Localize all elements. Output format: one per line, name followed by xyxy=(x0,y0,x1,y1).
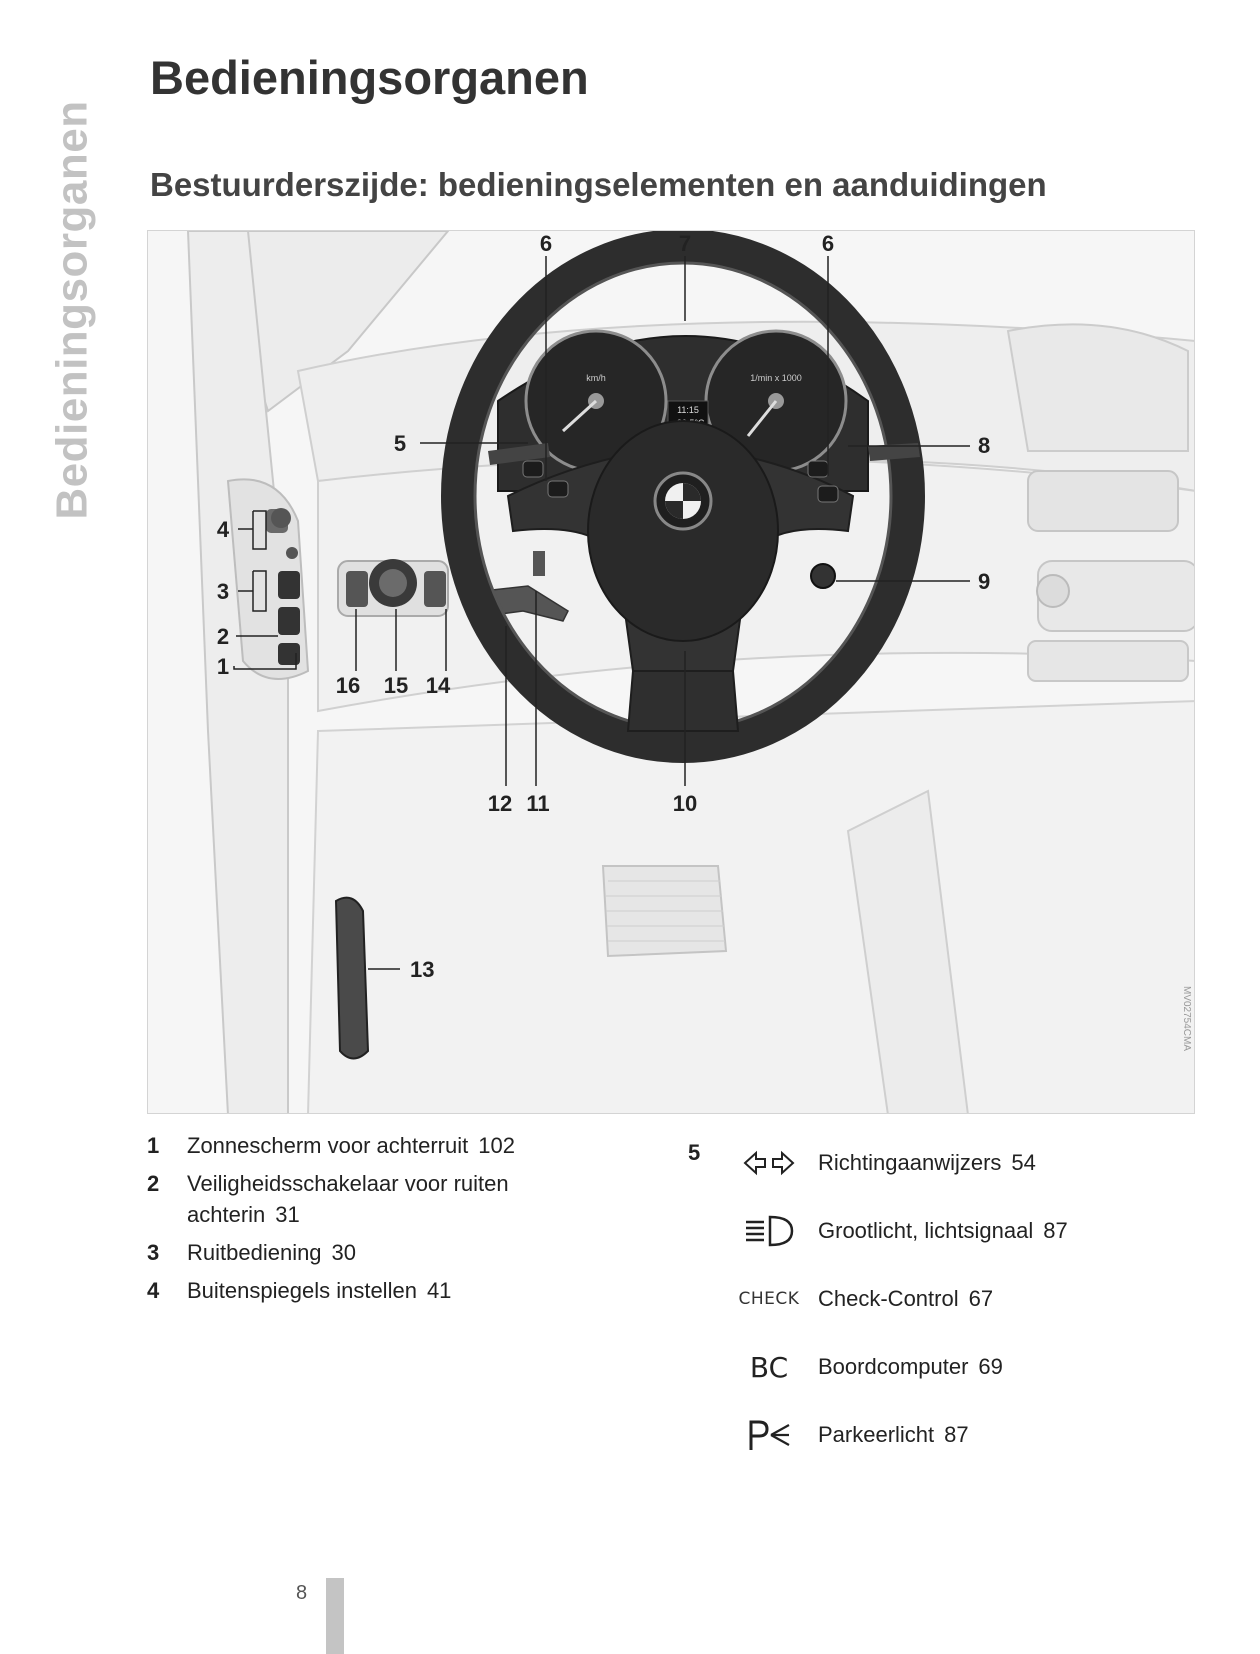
legend-symbol-text: Parkeerlicht xyxy=(818,1422,935,1447)
legend-symbol-text: Check-Control xyxy=(818,1286,959,1311)
callout-3: 3 xyxy=(217,579,229,604)
legend-item-text: Veiligheidsschakelaar voor ruiten achter… xyxy=(187,1171,509,1227)
legend-item-page: 102 xyxy=(478,1133,515,1158)
turn-signal-icon xyxy=(720,1150,818,1176)
side-tab: Bedieningsorganen xyxy=(48,55,98,565)
dashboard-illustration: km/h 1/min x 1000 11:15 +20.5°C xyxy=(147,230,1195,1114)
legend-item-text: Ruitbediening xyxy=(187,1240,322,1265)
callout-8: 8 xyxy=(978,433,990,458)
legend-item-page: 31 xyxy=(275,1202,300,1227)
callout-5: 5 xyxy=(394,431,406,456)
callout-1: 1 xyxy=(217,654,229,679)
legend-item-number: 1 xyxy=(147,1133,160,1158)
callout-14: 14 xyxy=(426,673,451,698)
callout-7: 7 xyxy=(679,231,691,256)
bc-icon: BC xyxy=(720,1351,818,1384)
side-tab-label: Bedieningsorganen xyxy=(48,100,97,520)
legend-item-number: 3 xyxy=(147,1240,160,1265)
legend-symbol-page: 67 xyxy=(968,1286,994,1311)
legend-item: 1 Zonnescherm voor achterruit 102 xyxy=(147,1130,617,1161)
legend-symbol-text: Boordcomputer xyxy=(818,1354,969,1379)
legend-symbol-row: Grootlicht, lichtsignaal 87 xyxy=(720,1208,1180,1254)
page-title: Bedieningsorganen xyxy=(150,51,589,104)
page-number: 8 xyxy=(296,1582,308,1604)
legend-symbol-text: Grootlicht, lichtsignaal xyxy=(818,1218,1034,1243)
callout-15: 15 xyxy=(384,673,408,698)
callout-6a: 6 xyxy=(540,231,552,256)
legend-item: 2 Veiligheidsschakelaar voor ruiten acht… xyxy=(147,1168,617,1230)
svg-text:km/h: km/h xyxy=(586,373,606,383)
check-icon: CHECK xyxy=(720,1289,818,1309)
legend-symbol-page: 69 xyxy=(978,1354,1003,1379)
page-marker-bar xyxy=(326,1578,344,1654)
check-symbol: CHECK xyxy=(738,1289,800,1309)
legend-item-number: 4 xyxy=(147,1278,160,1303)
legend-item-page: 30 xyxy=(331,1240,357,1265)
cluster-time: 11:15 xyxy=(677,405,699,415)
section-title: Bestuurderszijde: bedieningselementen en… xyxy=(150,166,1047,203)
legend-item: 4 Buitenspiegels instellen 41 xyxy=(147,1275,617,1306)
callout-16: 16 xyxy=(336,673,360,698)
callout-13: 13 xyxy=(410,957,434,982)
legend-item: 3 Ruitbediening 30 xyxy=(147,1237,617,1268)
high-beam-icon xyxy=(720,1214,818,1248)
callout-11: 11 xyxy=(526,791,549,816)
legend-symbol-page: 87 xyxy=(1043,1218,1068,1243)
legend-symbol-row: Parkeerlicht 87 xyxy=(720,1412,1180,1458)
legend-right-number: 5 xyxy=(688,1140,701,1165)
legend-symbol-row: Richtingaanwijzers 54 xyxy=(720,1140,1180,1186)
legend-symbol-page: 87 xyxy=(944,1422,969,1447)
callout-6b: 6 xyxy=(822,231,834,256)
legend-symbol-page: 54 xyxy=(1011,1150,1036,1175)
bc-symbol: BC xyxy=(749,1350,789,1384)
parking-light-icon xyxy=(720,1418,818,1452)
legend-symbol-row: BC Boordcomputer 69 xyxy=(720,1344,1180,1390)
callout-4: 4 xyxy=(217,517,230,542)
image-code: MV02754CMA xyxy=(1181,986,1192,1051)
legend-item-number: 2 xyxy=(147,1171,160,1196)
legend-symbol-row: CHECK Check-Control 67 xyxy=(720,1276,1180,1322)
svg-text:1/min x 1000: 1/min x 1000 xyxy=(750,373,802,383)
callout-10: 10 xyxy=(673,791,697,816)
callout-9: 9 xyxy=(978,569,990,594)
legend-left: 1 Zonnescherm voor achterruit 102 2 Veili… xyxy=(147,1130,617,1313)
legend-symbol-text: Richtingaanwijzers xyxy=(818,1150,1002,1175)
callout-12: 12 xyxy=(488,791,512,816)
legend-item-text: Buitenspiegels instellen xyxy=(187,1278,417,1303)
callout-2: 2 xyxy=(217,624,229,649)
legend-item-text: Zonnescherm voor achterruit xyxy=(187,1133,469,1158)
legend-item-page: 41 xyxy=(426,1278,452,1303)
